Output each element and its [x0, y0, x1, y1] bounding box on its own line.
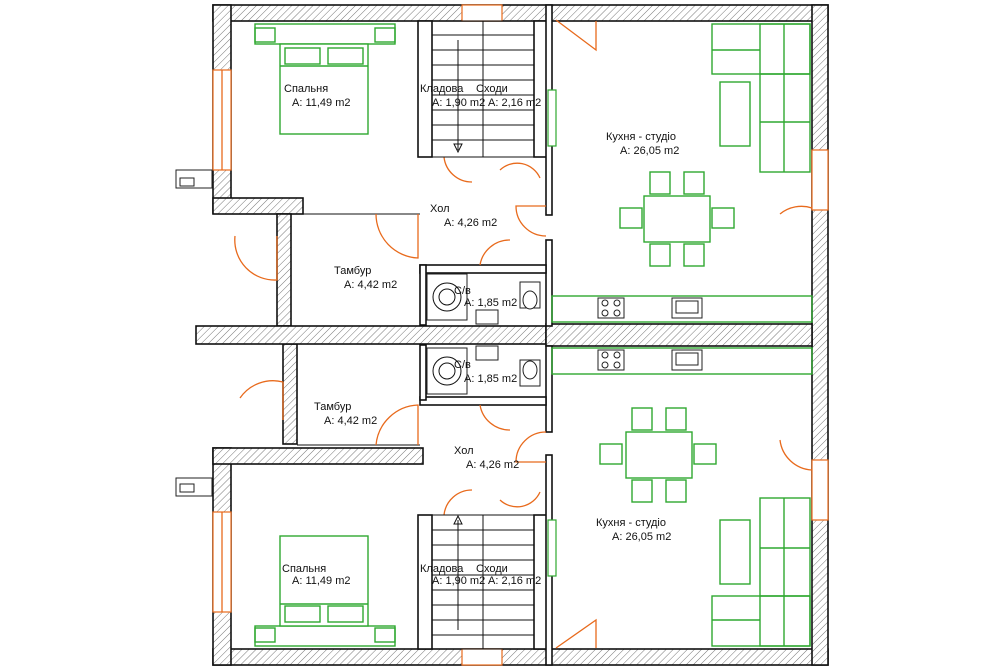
label-wc-bot-name: С/в	[454, 359, 471, 371]
wall-wc-bot-left	[419, 344, 427, 401]
door-entry-bot	[239, 380, 284, 420]
door-terrace-top	[779, 205, 813, 215]
wall-bed-bot-top	[212, 447, 424, 465]
sofa-bot	[711, 497, 811, 647]
wall-wc-top-upper	[419, 264, 547, 274]
door-stairs-bot	[499, 491, 541, 508]
windows	[175, 4, 829, 666]
shower-bot	[426, 347, 468, 395]
door-pantry-top	[443, 156, 473, 183]
door-hall-top	[375, 213, 419, 259]
counter-top	[551, 295, 813, 323]
label-pantry-top-area: A: 1,90 m2	[432, 97, 485, 109]
label-pantry-bot-name: Кладова	[420, 563, 464, 575]
label-stairs-top-area: A: 2,16 m2	[488, 97, 541, 109]
label-vest-top-name: Тамбур	[334, 265, 371, 277]
window-stairs-bot	[461, 648, 503, 666]
shower-top	[426, 273, 468, 321]
counter-bot	[551, 347, 813, 375]
window-kitchen-top-inner	[547, 89, 557, 147]
door-stairs-top	[499, 162, 541, 179]
door-kitchen-bot	[515, 431, 547, 463]
wall-wc-top-left	[419, 264, 427, 326]
bed-bot	[254, 535, 396, 647]
label-wc-bot-area: A: 1,85 m2	[464, 373, 517, 385]
window-kitchen-top	[811, 149, 829, 211]
label-hall-top-name: Хол	[430, 203, 450, 215]
wall-party	[195, 325, 547, 345]
door-hall-bot	[375, 404, 419, 446]
wc-bot-fixtures	[426, 345, 541, 395]
stairs-top-treads	[431, 20, 535, 158]
wall-vest-top-left	[276, 213, 292, 327]
label-stairs-bot-area: A: 2,16 m2	[488, 575, 541, 587]
wall-party-right	[545, 323, 813, 347]
wall-wc-bot-lower	[419, 396, 547, 406]
kitchen-corner-bot	[555, 618, 597, 649]
wall-kitchen-top-left2	[545, 239, 553, 327]
label-vest-bot-area: A: 4,42 m2	[324, 415, 377, 427]
sofa-top	[711, 23, 811, 173]
label-hall-top-area: A: 4,26 m2	[444, 217, 497, 229]
label-kitchen-bot-area: A: 26,05 m2	[612, 531, 671, 543]
wc-top-fixtures	[426, 273, 541, 325]
wall-kitchen-bot-left	[545, 345, 553, 433]
label-bed-top-area: A: 11,49 m2	[292, 97, 351, 109]
label-vest-bot-name: Тамбур	[314, 401, 351, 413]
label-kitchen-top-area: A: 26,05 m2	[620, 145, 679, 157]
wall-pantry-bot	[417, 514, 433, 650]
door-wc-top	[479, 239, 511, 266]
room-labels: Спальня A: 11,49 m2 Кладова A: 1,90 m2 С…	[282, 83, 679, 587]
wall-bed-top-bottom	[212, 197, 304, 215]
stairs-bot-treads	[431, 514, 535, 650]
dining-top	[619, 171, 735, 267]
label-kitchen-top-name: Кухня - студіо	[606, 131, 676, 143]
sink-bot	[475, 345, 499, 361]
door-kitchen-top	[515, 205, 547, 237]
door-wc-bot	[479, 404, 511, 431]
label-bed-bot-area: A: 11,49 m2	[292, 575, 351, 587]
window-kitchen-bot	[811, 459, 829, 521]
label-stairs-top-name: Сходи	[476, 83, 508, 95]
label-pantry-bot-area: A: 1,90 m2	[432, 575, 485, 587]
label-stairs-bot-name: Сходи	[476, 563, 508, 575]
wall-vest-bot-left	[282, 343, 298, 445]
wall-right	[811, 4, 829, 666]
window-stairs-top	[461, 4, 503, 22]
window-kitchen-bot-inner	[547, 519, 557, 577]
wall-bottom	[212, 648, 829, 666]
dining-bot	[599, 407, 717, 503]
label-kitchen-bot-name: Кухня - студіо	[596, 517, 666, 529]
label-bed-bot-name: Спальня	[282, 563, 326, 575]
door-terrace-bot	[779, 439, 813, 471]
wall-top	[212, 4, 829, 22]
kitchen-corner-top	[555, 19, 597, 52]
label-wc-top-name: С/в	[454, 285, 471, 297]
label-bed-top-name: Спальня	[284, 83, 328, 95]
label-pantry-top-name: Кладова	[420, 83, 464, 95]
doors	[234, 19, 813, 649]
bed-top	[254, 23, 396, 135]
label-vest-top-area: A: 4,42 m2	[344, 279, 397, 291]
door-pantry-bot	[443, 489, 473, 516]
label-hall-bot-name: Хол	[454, 445, 474, 457]
label-wc-top-area: A: 1,85 m2	[464, 297, 517, 309]
label-hall-bot-area: A: 4,26 m2	[466, 459, 519, 471]
door-entry-top	[234, 235, 278, 281]
sink-top	[475, 309, 499, 325]
